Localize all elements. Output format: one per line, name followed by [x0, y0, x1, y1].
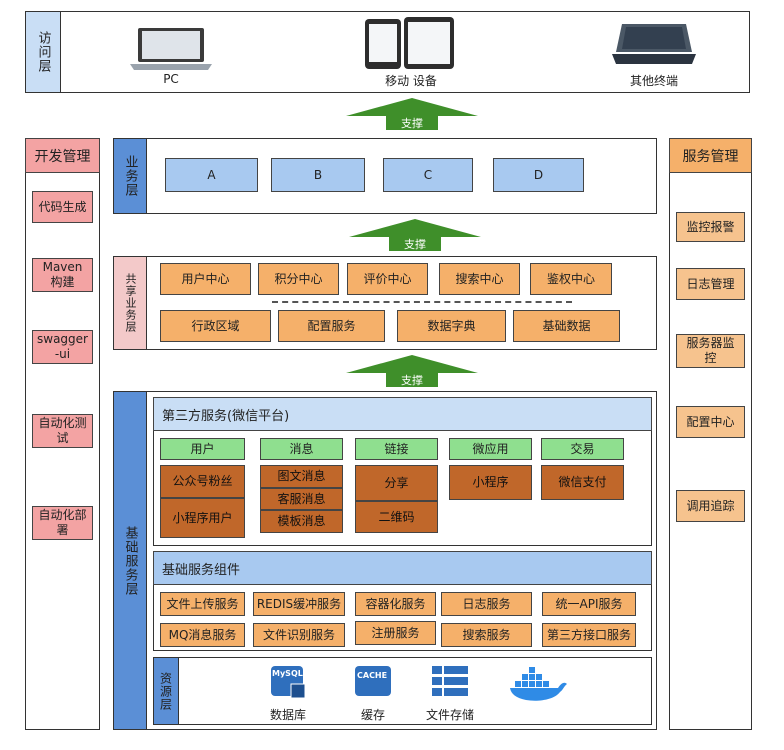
resource-section	[153, 657, 652, 725]
resource-item-file-storage: 文件存储	[420, 664, 480, 723]
dev-item-autodeploy: 自动化部 署	[32, 506, 93, 540]
tp-category-message: 消息	[260, 438, 343, 460]
comp-file-recognition: 文件识别服务	[253, 623, 345, 647]
resource-item-database: MySQL 数据库	[258, 664, 318, 723]
comp-registry: 注册服务	[355, 621, 436, 645]
tp-msg-template: 模板消息	[260, 510, 343, 533]
base-layer-label: 基础服务层	[113, 391, 147, 730]
resource-item-cache: CACHE 缓存	[343, 664, 403, 723]
comp-log-service: 日志服务	[441, 592, 532, 616]
shared-item-points-center: 积分中心	[258, 263, 339, 295]
svc-item-call-trace: 调用追踪	[676, 490, 745, 522]
components-title: 基础服务组件	[153, 551, 652, 585]
shared-item-base-data: 基础数据	[513, 310, 620, 342]
svc-item-config-center: 配置中心	[676, 406, 745, 438]
third-party-title: 第三方服务(微信平台)	[153, 397, 652, 431]
mysql-badge: MySQL	[272, 669, 303, 678]
shared-item-auth-center: 鉴权中心	[530, 263, 612, 295]
comp-mq-message: MQ消息服务	[160, 623, 245, 647]
svc-item-server-monitor: 服务器监 控	[676, 334, 745, 368]
support-arrow-label: 支撑	[389, 237, 441, 251]
support-arrow-2: 支撑	[349, 219, 481, 251]
tp-micro-miniprogram: 小程序	[449, 465, 532, 500]
svc-item-log-mgmt: 日志管理	[676, 268, 745, 300]
cache-icon: CACHE	[353, 664, 393, 700]
tp-user-official-fans: 公众号粉丝	[160, 465, 245, 498]
access-layer-label: 访问层	[25, 11, 61, 93]
tp-trade-wechat-pay: 微信支付	[541, 465, 624, 500]
dev-item-codegen: 代码生成	[32, 191, 93, 223]
resource-item-docker	[506, 664, 570, 704]
tablet-icon	[364, 16, 456, 70]
laptop-icon	[128, 26, 214, 70]
tp-link-qrcode: 二维码	[355, 501, 438, 533]
tp-category-link: 链接	[355, 438, 438, 460]
tp-msg-customer-service: 客服消息	[260, 488, 343, 510]
dev-item-swagger: swagger -ui	[32, 330, 93, 364]
shared-divider	[272, 301, 572, 303]
resource-layer-label: 资源层	[153, 657, 179, 725]
resource-label-cache: 缓存	[360, 708, 385, 722]
comp-file-upload: 文件上传服务	[160, 592, 245, 616]
resource-label-database: 数据库	[269, 708, 306, 722]
comp-redis-cache: REDIS缓冲服务	[253, 592, 345, 616]
comp-unified-api: 统一API服务	[542, 592, 636, 616]
docker-icon	[508, 664, 568, 704]
support-arrow-label: 支撑	[386, 373, 438, 387]
terminal-icon	[610, 22, 698, 70]
shared-item-admin-region: 行政区域	[160, 310, 271, 342]
shared-item-search-center: 搜索中心	[439, 263, 520, 295]
business-item-d: D	[493, 158, 584, 192]
tp-category-trade: 交易	[541, 438, 624, 460]
cache-badge: CACHE	[357, 671, 388, 680]
dev-item-maven: Maven 构建	[32, 258, 93, 292]
shared-item-data-dictionary: 数据字典	[397, 310, 506, 342]
device-label-mobile: 移动 设备	[385, 74, 437, 88]
business-item-a: A	[165, 158, 258, 192]
support-arrow-label: 支撑	[386, 116, 438, 130]
comp-containerization: 容器化服务	[355, 592, 436, 616]
tp-category-user: 用户	[160, 438, 245, 460]
support-arrow-1: 支撑	[346, 98, 478, 130]
mysql-icon: MySQL	[269, 664, 307, 700]
resource-label-file-storage: 文件存储	[425, 708, 474, 722]
business-item-b: B	[271, 158, 365, 192]
shared-item-user-center: 用户中心	[160, 263, 251, 295]
dev-mgmt-title: 开发管理	[25, 138, 100, 173]
device-label-other: 其他终端	[629, 74, 678, 88]
file-storage-icon	[430, 664, 470, 700]
tp-category-micro-app: 微应用	[449, 438, 532, 460]
dev-item-autotest: 自动化测 试	[32, 414, 93, 448]
business-item-c: C	[383, 158, 473, 192]
device-label-pc: PC	[163, 72, 179, 86]
shared-layer-label: 共享业务层	[113, 256, 147, 350]
comp-third-party-api: 第三方接口服务	[542, 623, 636, 647]
svc-mgmt-title: 服务管理	[669, 138, 752, 173]
shared-item-review-center: 评价中心	[347, 263, 428, 295]
support-arrow-3: 支撑	[346, 355, 478, 387]
tp-user-miniprogram-users: 小程序用户	[160, 498, 245, 538]
comp-search-service: 搜索服务	[441, 623, 532, 647]
tp-msg-graphic: 图文消息	[260, 465, 343, 488]
shared-item-config-service: 配置服务	[278, 310, 385, 342]
svc-item-monitor-alert: 监控报警	[676, 212, 745, 242]
tp-link-share: 分享	[355, 465, 438, 501]
business-layer-label: 业务层	[113, 138, 147, 214]
